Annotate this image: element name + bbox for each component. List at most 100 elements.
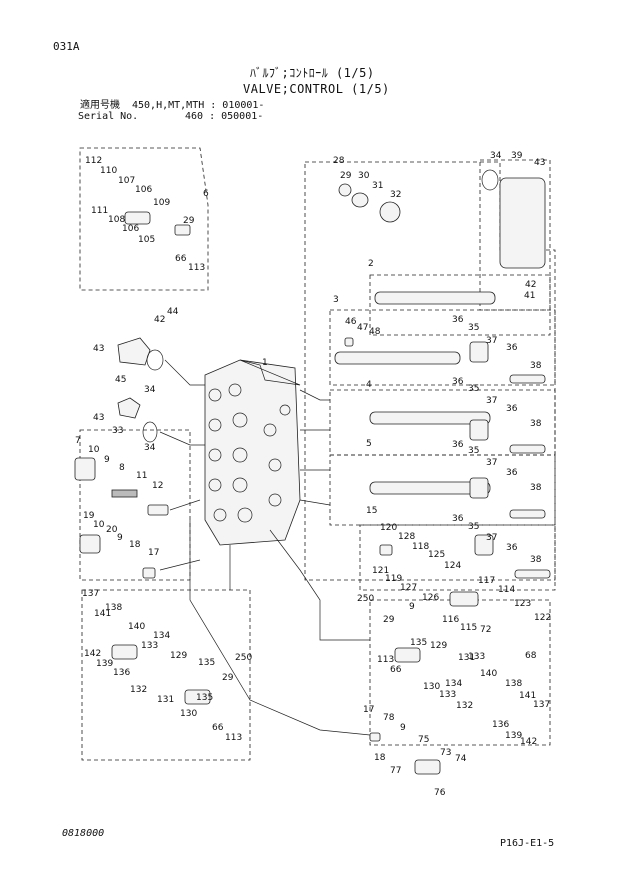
- callout-135: 135: [196, 693, 213, 703]
- callout-35: 35: [468, 522, 479, 532]
- callout-140: 140: [128, 622, 145, 632]
- callout-119: 119: [385, 574, 402, 584]
- callout-29: 29: [383, 615, 395, 625]
- callout-133: 133: [468, 652, 485, 662]
- callout-141: 141: [94, 609, 111, 619]
- serial-label: Serial No.: [78, 111, 139, 122]
- callout-107: 107: [118, 176, 135, 186]
- callout-139: 139: [96, 659, 113, 669]
- callout-37: 37: [486, 458, 497, 468]
- callout-43: 43: [93, 413, 104, 423]
- callout-106: 106: [122, 224, 139, 234]
- applicability-label: 適用号機: [80, 100, 120, 111]
- callout-76: 76: [434, 788, 446, 798]
- cover-frame: [479, 159, 551, 311]
- callout-41: 41: [524, 291, 535, 301]
- callout-134: 134: [445, 679, 462, 689]
- callout-43: 43: [534, 158, 545, 168]
- callout-34: 34: [144, 443, 156, 453]
- callout-5: 5: [366, 439, 372, 449]
- callout-36: 36: [452, 514, 464, 524]
- callout-38: 38: [530, 483, 542, 493]
- callout-35: 35: [468, 323, 479, 333]
- callout-29: 29: [340, 171, 352, 181]
- callout-135: 135: [198, 658, 215, 668]
- callout-137: 137: [533, 700, 550, 710]
- callout-136: 136: [113, 668, 130, 678]
- callout-132: 132: [456, 701, 473, 711]
- callout-121: 121: [372, 566, 389, 576]
- callout-10: 10: [93, 520, 105, 530]
- callout-38: 38: [530, 555, 542, 565]
- callout-136: 136: [492, 720, 509, 730]
- callout-130: 130: [423, 682, 440, 692]
- callout-111: 111: [91, 206, 108, 216]
- callout-250: 250: [357, 594, 374, 604]
- callout-18: 18: [374, 753, 386, 763]
- callout-142: 142: [520, 737, 537, 747]
- callout-36: 36: [506, 543, 518, 553]
- callout-37: 37: [486, 396, 497, 406]
- callout-134: 134: [153, 631, 170, 641]
- callout-106: 106: [135, 185, 152, 195]
- callout-38: 38: [530, 419, 542, 429]
- callout-127: 127: [400, 583, 417, 593]
- callout-132: 132: [130, 685, 147, 695]
- callout-115: 115: [460, 623, 477, 633]
- callout-118: 118: [412, 542, 429, 552]
- callout-112: 112: [85, 156, 102, 166]
- callout-141: 141: [519, 691, 536, 701]
- applicability-value: 450,H,MT,MTH : 010001-: [132, 100, 265, 111]
- callout-120: 120: [380, 523, 397, 533]
- callout-34: 34: [144, 385, 156, 395]
- callout-73: 73: [440, 748, 451, 758]
- doc-number: 0818000: [62, 828, 105, 839]
- callout-32: 32: [390, 190, 401, 200]
- spool-frame-5: [329, 454, 556, 526]
- callout-131: 131: [157, 695, 174, 705]
- page-reference: P16J-E1-5: [500, 838, 555, 849]
- callout-38: 38: [530, 361, 542, 371]
- callout-43: 43: [93, 344, 104, 354]
- callout-4: 4: [366, 380, 372, 390]
- callout-36: 36: [452, 315, 464, 325]
- title-english: VALVE;CONTROL (1/5): [243, 82, 390, 96]
- callout-17: 17: [363, 705, 374, 715]
- callout-131: 131: [458, 653, 475, 663]
- callout-78: 78: [383, 713, 395, 723]
- callout-113: 113: [377, 655, 394, 665]
- callout-8: 8: [119, 463, 125, 473]
- callout-labels: 1121101071061096111108106105296611344424…: [75, 151, 551, 798]
- callout-138: 138: [505, 679, 522, 689]
- callout-68: 68: [525, 651, 537, 661]
- callout-140: 140: [480, 669, 497, 679]
- lower-left-frame: [79, 429, 191, 581]
- callout-35: 35: [468, 446, 479, 456]
- callout-110: 110: [100, 166, 117, 176]
- callout-113: 113: [225, 733, 242, 743]
- callout-117: 117: [478, 576, 495, 586]
- callout-114: 114: [498, 585, 515, 595]
- callout-123: 123: [514, 599, 531, 609]
- callout-31: 31: [372, 181, 383, 191]
- callout-9: 9: [409, 602, 415, 612]
- callout-105: 105: [138, 235, 155, 245]
- callout-139: 139: [505, 731, 522, 741]
- callout-9: 9: [400, 723, 406, 733]
- leader-lines: [159, 359, 371, 736]
- callout-44: 44: [167, 307, 179, 317]
- callout-42: 42: [154, 315, 165, 325]
- callout-48: 48: [369, 327, 381, 337]
- callout-135: 135: [410, 638, 427, 648]
- callout-2: 2: [368, 259, 374, 269]
- callout-30: 30: [358, 171, 370, 181]
- callout-18: 18: [129, 540, 141, 550]
- callout-129: 129: [430, 641, 447, 651]
- callout-124: 124: [444, 561, 461, 571]
- callout-130: 130: [180, 709, 197, 719]
- callout-36: 36: [452, 440, 464, 450]
- callout-142: 142: [84, 649, 101, 659]
- callout-1: 1: [262, 358, 268, 368]
- callout-108: 108: [108, 215, 125, 225]
